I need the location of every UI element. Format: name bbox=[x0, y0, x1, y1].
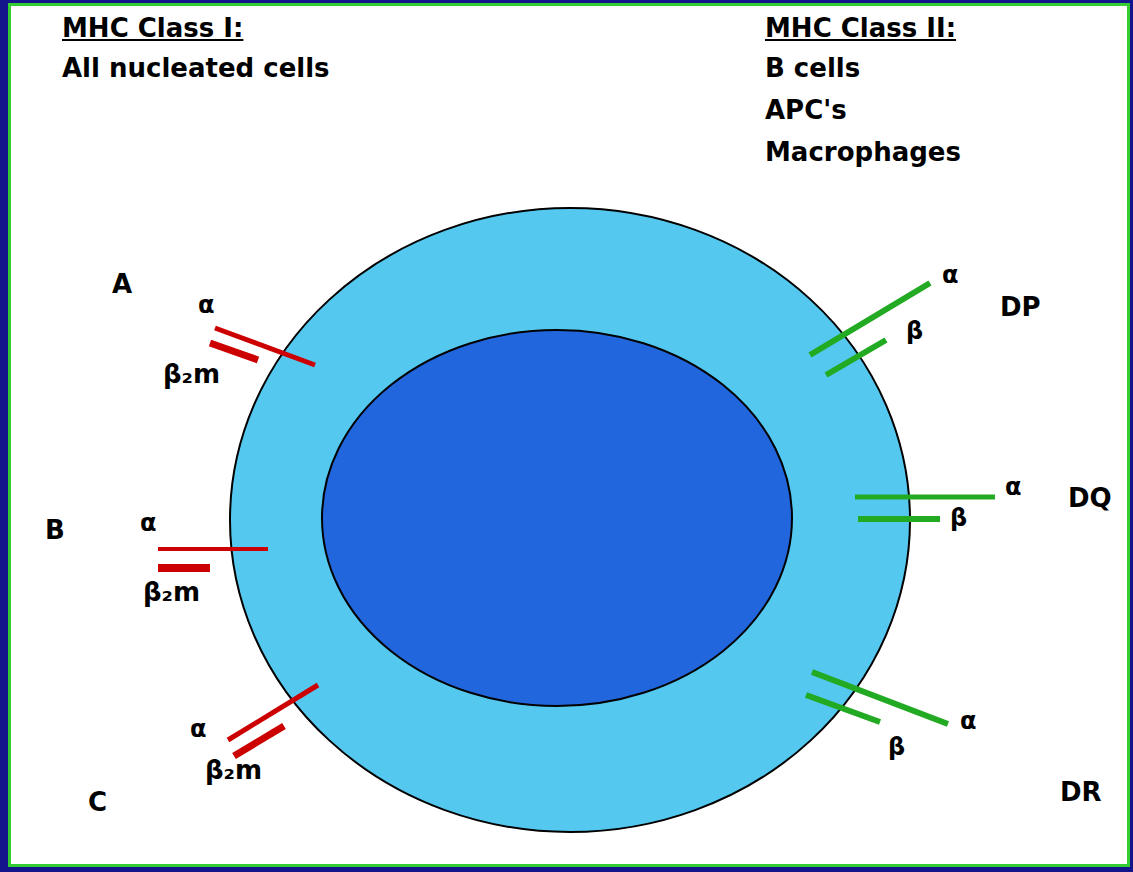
chain-label: α bbox=[198, 292, 215, 318]
locus-name: DR bbox=[1060, 778, 1102, 807]
locus-name: C bbox=[88, 788, 107, 817]
chain-label: β bbox=[950, 505, 967, 531]
cell-nucleus bbox=[322, 330, 792, 706]
mhc-class-two-molecules bbox=[806, 283, 995, 724]
chain-label: α bbox=[942, 262, 959, 288]
locus-name: B bbox=[45, 516, 65, 545]
chain-label: α bbox=[960, 708, 977, 734]
cell-types: All nucleated cells bbox=[62, 54, 330, 83]
cell-types: APC's bbox=[765, 96, 847, 125]
chain-label: α bbox=[1005, 474, 1022, 500]
locus-name: A bbox=[112, 270, 132, 299]
chain-label: β₂m bbox=[205, 756, 262, 785]
chain-label: α bbox=[140, 510, 157, 536]
heading: MHC Class II: bbox=[765, 14, 956, 43]
mhc-class-one-molecules bbox=[158, 328, 318, 756]
cell-membrane bbox=[230, 208, 910, 832]
heading: MHC Class I: bbox=[62, 14, 243, 43]
chain-label: β₂m bbox=[163, 360, 220, 389]
chain-label: α bbox=[190, 716, 207, 742]
locus-name: DP bbox=[1000, 293, 1041, 322]
cell-types: B cells bbox=[765, 54, 860, 83]
locus-name: DQ bbox=[1068, 484, 1112, 513]
cell-types: Macrophages bbox=[765, 138, 961, 167]
chain-label: β₂m bbox=[143, 578, 200, 607]
chain-label: β bbox=[906, 318, 923, 344]
chain-label: β bbox=[888, 734, 905, 760]
